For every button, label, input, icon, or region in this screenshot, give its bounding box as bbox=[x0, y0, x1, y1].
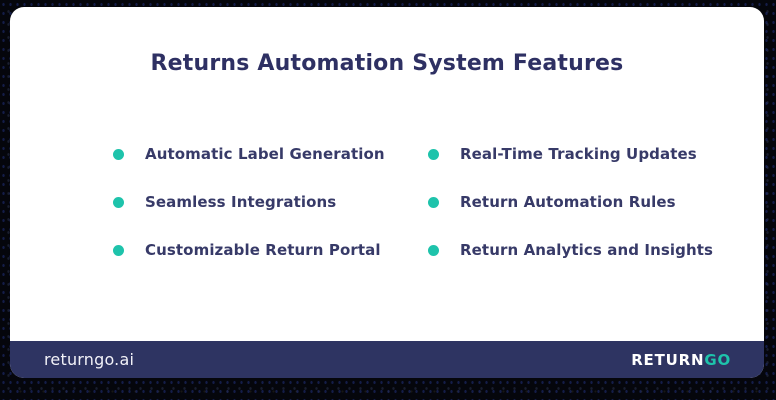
bullet-icon bbox=[113, 196, 124, 208]
returngo-logo: RETURNGO bbox=[631, 351, 731, 369]
feature-item: Return Analytics and Insights bbox=[428, 238, 713, 262]
feature-column-left: Automatic Label Generation Seamless Inte… bbox=[113, 142, 428, 262]
bullet-icon bbox=[428, 244, 439, 256]
feature-label: Seamless Integrations bbox=[145, 193, 337, 211]
feature-item: Seamless Integrations bbox=[113, 190, 428, 214]
bullet-icon bbox=[113, 148, 124, 160]
bullet-icon bbox=[428, 196, 439, 208]
feature-card: Returns Automation System Features Autom… bbox=[10, 7, 764, 378]
bullet-icon bbox=[428, 148, 439, 160]
feature-label: Return Automation Rules bbox=[460, 193, 676, 211]
page-title: Returns Automation System Features bbox=[150, 51, 624, 76]
footer-bar: returngo.ai RETURNGO bbox=[10, 341, 764, 378]
feature-list: Automatic Label Generation Seamless Inte… bbox=[113, 142, 713, 262]
feature-item: Automatic Label Generation bbox=[113, 142, 428, 166]
feature-item: Return Automation Rules bbox=[428, 190, 713, 214]
feature-label: Return Analytics and Insights bbox=[460, 241, 714, 259]
website-url: returngo.ai bbox=[44, 350, 135, 369]
feature-column-right: Real-Time Tracking Updates Return Automa… bbox=[428, 142, 713, 262]
feature-label: Real-Time Tracking Updates bbox=[460, 145, 697, 163]
logo-text-go: GO bbox=[704, 350, 731, 369]
logo-text-return: RETURN bbox=[631, 350, 705, 369]
feature-label: Customizable Return Portal bbox=[145, 241, 381, 259]
feature-label: Automatic Label Generation bbox=[145, 145, 385, 163]
feature-item: Real-Time Tracking Updates bbox=[428, 142, 713, 166]
bullet-icon bbox=[113, 244, 124, 256]
feature-item: Customizable Return Portal bbox=[113, 238, 428, 262]
